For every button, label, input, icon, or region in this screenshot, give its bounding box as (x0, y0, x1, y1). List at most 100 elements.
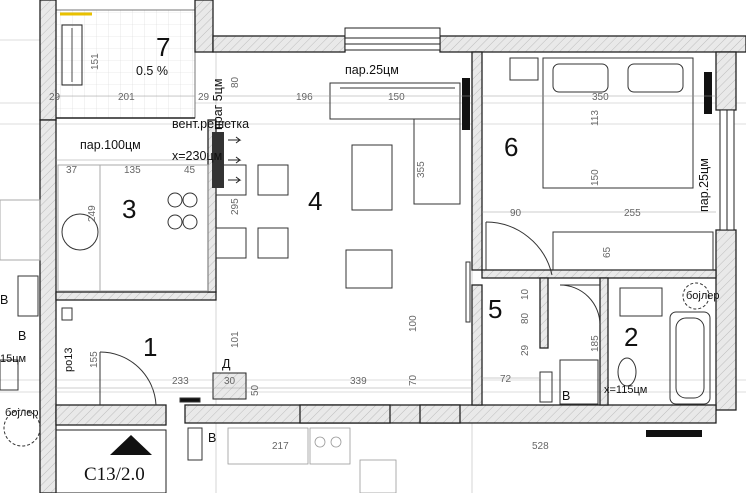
ro13-label: ро13 (63, 348, 75, 372)
living-furniture (215, 82, 461, 289)
dim-label: 350 (592, 92, 609, 103)
kitchen-fixtures (57, 164, 209, 292)
room-number-6: 6 (504, 132, 518, 162)
dining-chair (257, 227, 289, 259)
dim-label: 135 (124, 165, 141, 176)
wardrobe (552, 231, 714, 271)
vent-grille (212, 132, 224, 188)
room-number-4: 4 (308, 186, 322, 216)
v-mark-left-mid: В (18, 329, 26, 343)
walls (39, 0, 746, 493)
radiators (212, 72, 712, 437)
duct-d (212, 372, 247, 400)
dim-label: 150 (590, 169, 601, 186)
dim-label: 255 (624, 208, 641, 219)
hob-burner (167, 192, 183, 208)
floor-note-bedroom: пар.25цм (697, 158, 711, 212)
sofa (329, 82, 461, 120)
v-mark-right: В (562, 389, 570, 403)
balcony-slope: 0.5 % (136, 64, 168, 78)
washbasin (619, 287, 663, 317)
room-number-7: 7 (156, 32, 170, 62)
lower-area (55, 427, 397, 493)
dim-balcony-left: 29 (49, 92, 61, 103)
dimension-lines (56, 95, 716, 389)
radiator-bedroom (704, 72, 712, 114)
sofa-chaise (413, 118, 461, 205)
bathtub (669, 311, 711, 405)
dim-label: 37 (66, 165, 78, 176)
dim-label: 339 (350, 376, 367, 387)
floor-note-kitchen: пар.100цм (80, 138, 141, 152)
dim-label: 155 (89, 351, 100, 368)
dim-label: 29 (520, 344, 531, 356)
dim-label: 50 (250, 384, 261, 396)
vent-arrows (228, 136, 242, 184)
sink (61, 213, 99, 251)
entrance-door-swing (99, 351, 157, 406)
radiator-bottom (646, 430, 702, 437)
dim-label: 72 (500, 374, 512, 385)
left-cabinet (17, 275, 39, 317)
vent-note-line1: вент.решетка (172, 117, 249, 131)
doors (99, 261, 601, 406)
socket-height-left: 15цм (0, 353, 26, 365)
meter-box (539, 371, 553, 403)
dim-label: 45 (184, 165, 196, 176)
radiator-living (462, 78, 470, 130)
bathroom-fixtures (559, 282, 711, 405)
nightstand (509, 57, 539, 81)
boiler-left-circle (3, 409, 41, 447)
dim-label: 528 (532, 441, 549, 452)
dim-label: 355 (416, 161, 427, 178)
dim-label: 90 (510, 208, 522, 219)
bedroom-furniture (485, 57, 714, 276)
dining-chair (215, 227, 247, 259)
dim-balcony-side: 151 (90, 53, 101, 70)
dim-label: 100 (408, 315, 419, 332)
v-mark-left-top: В (0, 293, 8, 307)
toilet (617, 357, 637, 387)
boiler-right-circle (682, 282, 710, 310)
dim-label: 150 (388, 92, 405, 103)
dim-label: 80 (230, 76, 241, 88)
armchair (345, 249, 393, 289)
dim-label: 70 (408, 374, 419, 386)
dim-label: 65 (602, 246, 613, 258)
windows (344, 27, 735, 231)
dim-label: 113 (590, 110, 601, 126)
dim-label: 217 (272, 441, 289, 452)
threshold-note: праг 5цм (211, 79, 225, 130)
coffee-table (351, 144, 393, 211)
dim-label: 10 (520, 288, 531, 300)
apartment-code: C13/2.0 (84, 464, 145, 485)
dim-label: 196 (296, 92, 313, 103)
hob-burner (182, 192, 198, 208)
socket-height-right: x=115цм (604, 384, 647, 396)
boiler-label-right: бојлер (686, 290, 720, 302)
hob-burner (167, 214, 183, 230)
dim-label: 101 (230, 331, 241, 348)
room-number-1: 1 (143, 332, 157, 362)
bathroom-door-swing (559, 284, 601, 326)
boiler-label-left: бојлер (5, 407, 39, 419)
dining-chair (257, 164, 289, 196)
bed (542, 57, 694, 189)
v-mark-bottom: В (208, 431, 216, 445)
meter-box-bottom (187, 427, 203, 461)
dim-label: 80 (520, 312, 531, 324)
dim-label: 249 (87, 205, 98, 222)
bedroom-door-swing (485, 221, 553, 276)
balcony-furniture (61, 24, 83, 86)
dim-label: 185 (590, 335, 601, 352)
room-number-2: 2 (624, 322, 638, 352)
entrance-arrow-icon (110, 435, 152, 455)
hob-burner (182, 214, 198, 230)
left-fixtures (0, 199, 553, 461)
dim-label: 233 (172, 376, 189, 387)
dim-balcony-right: 29 (198, 92, 210, 103)
room-number-5: 5 (488, 294, 502, 324)
duct-label: Д (222, 357, 231, 371)
room-number-3: 3 (122, 194, 136, 224)
